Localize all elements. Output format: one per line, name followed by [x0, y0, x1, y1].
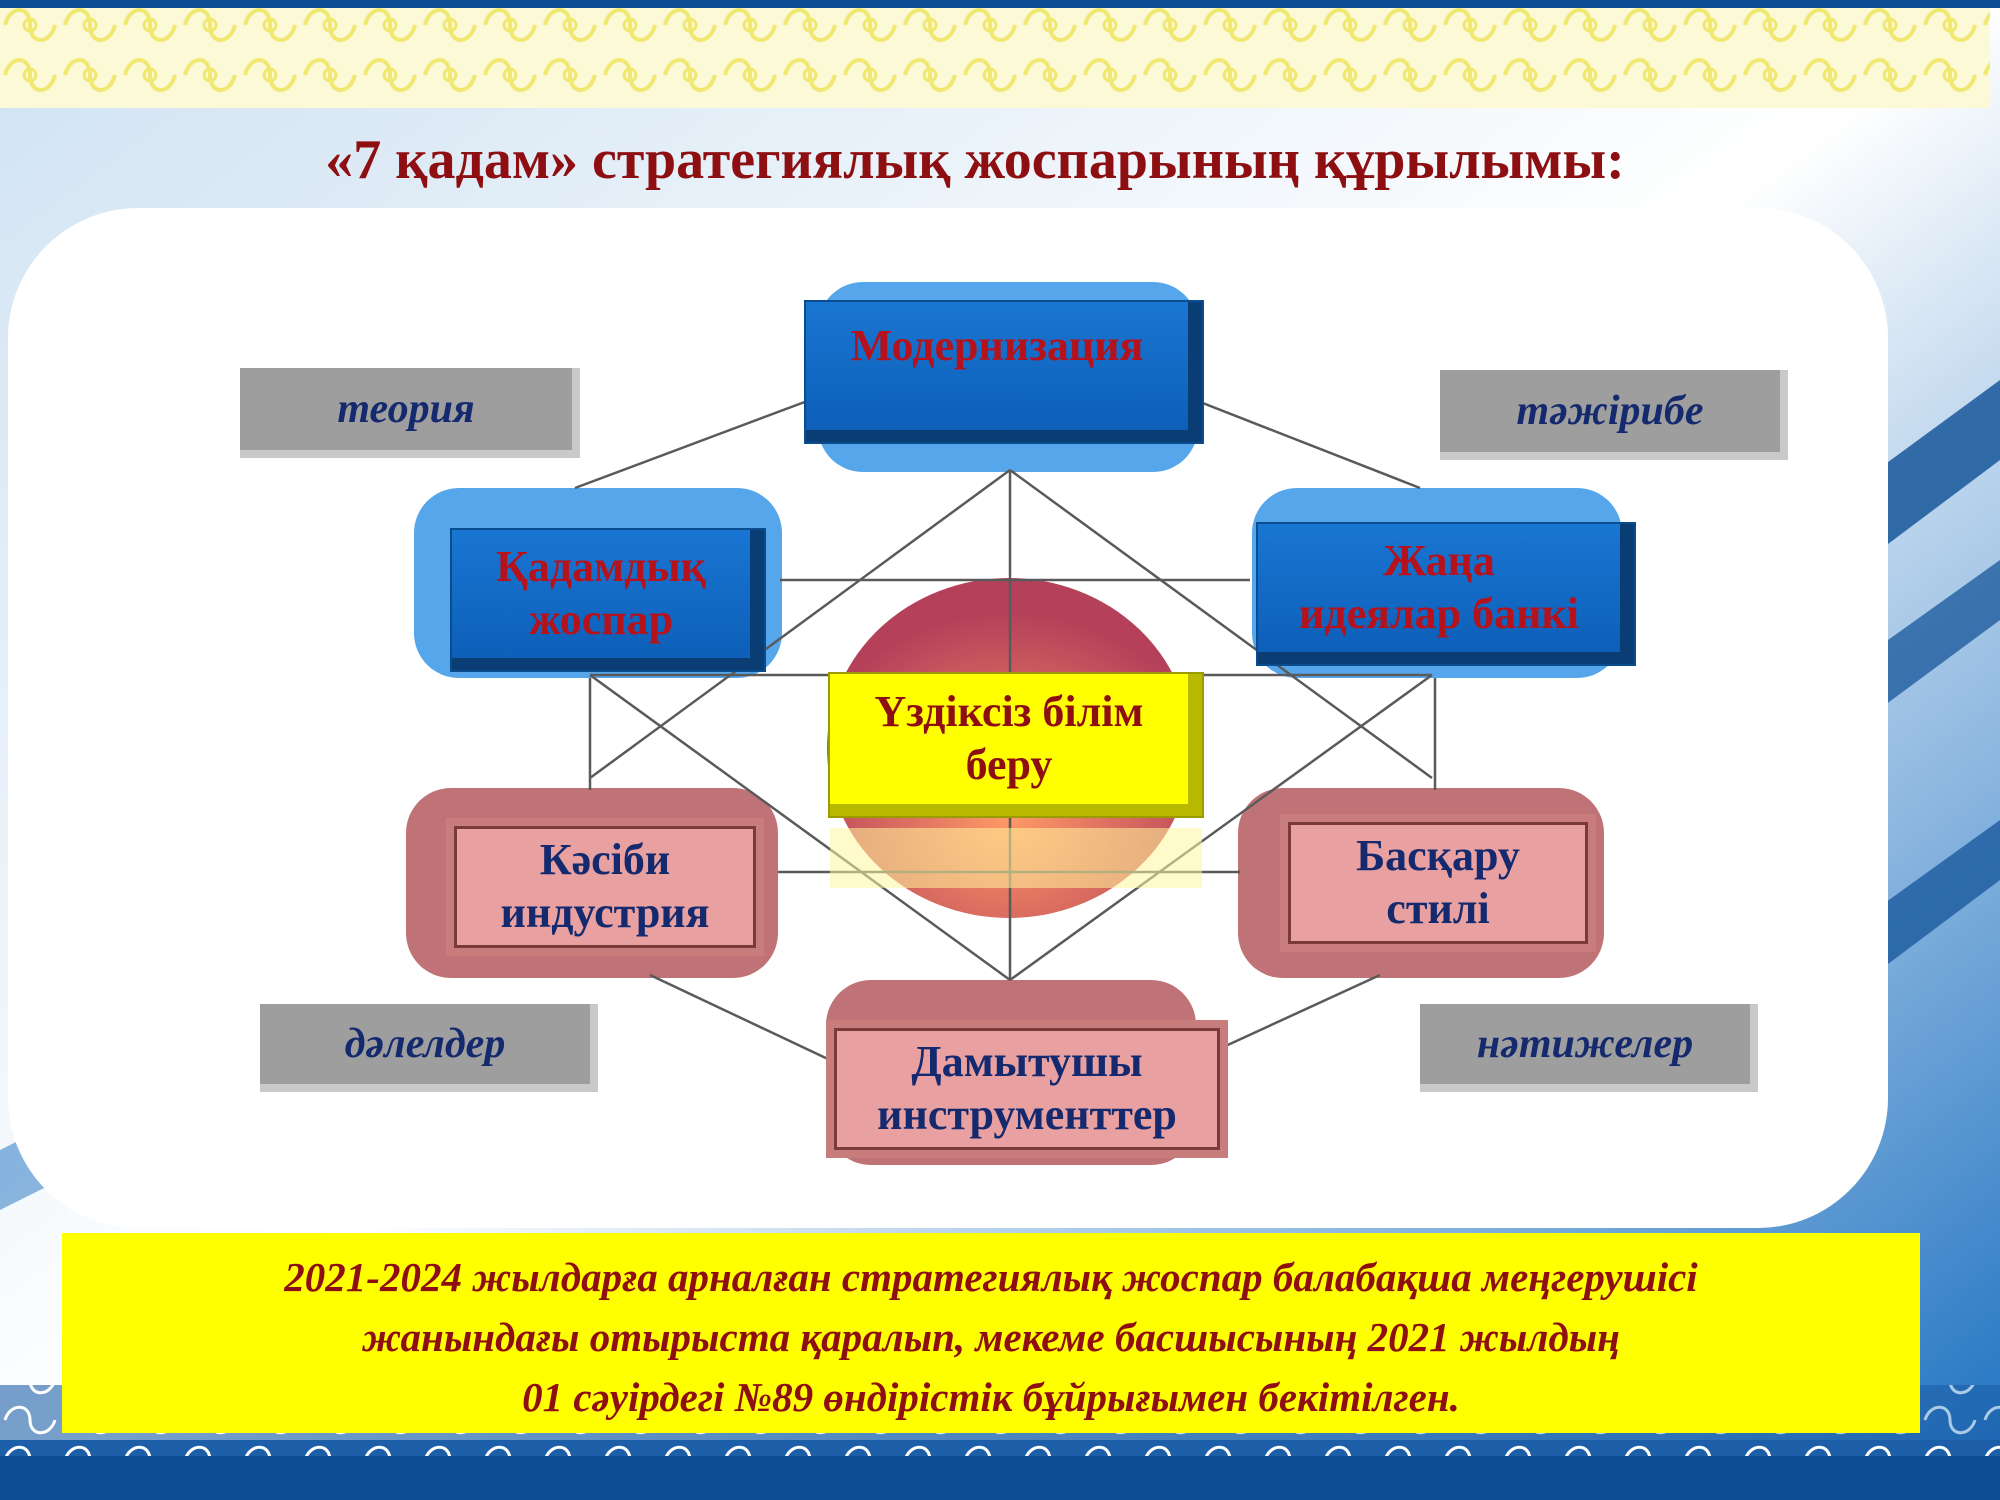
node-management-style: Басқару стилі — [1280, 814, 1596, 952]
label-results-text: нәтижелер — [1476, 1020, 1694, 1067]
node-step-plan: Қадамдық жоспар — [452, 530, 764, 670]
node-modernization-label: Модернизация — [850, 320, 1144, 370]
node-professional-industry: Кәсіби индустрия — [446, 818, 764, 956]
node-management-style-line1: Басқару — [1356, 831, 1520, 881]
node-step-plan-line1: Қадамдық — [495, 542, 707, 592]
label-theory-text: теория — [337, 385, 475, 432]
node-idea-bank: Жаңа идеялар банкі — [1258, 524, 1634, 664]
label-theory: теория — [240, 368, 580, 458]
node-idea-bank-line2: идеялар банкі — [1298, 589, 1580, 638]
footer-line2: жанындағы отырыста қаралып, мекеме басшы… — [362, 1314, 1620, 1360]
node-management-style-line2: стилі — [1386, 884, 1490, 933]
label-evidence: дәлелдер — [260, 1004, 598, 1092]
slide-title: «7 қадам» стратегиялық жоспарының құрылы… — [325, 129, 1625, 191]
node-developing-instruments-line1: Дамытушы — [911, 1037, 1143, 1087]
node-continuous-education-line2: беру — [965, 740, 1053, 789]
node-developing-instruments: Дамытушы инструменттер — [826, 1020, 1228, 1158]
node-professional-industry-line1: Кәсіби — [539, 835, 671, 885]
label-practice: тәжірибе — [1440, 370, 1788, 460]
node-step-plan-line2: жоспар — [528, 595, 674, 644]
label-evidence-text: дәлелдер — [344, 1020, 506, 1067]
footer-note: 2021-2024 жылдарға арналған стратегиялық… — [62, 1233, 1920, 1433]
node-continuous-education: Үздіксіз білім беру — [830, 674, 1202, 816]
footer-line1: 2021-2024 жылдарға арналған стратегиялық… — [284, 1254, 1698, 1300]
node-idea-bank-line1: Жаңа — [1383, 536, 1495, 586]
node-professional-industry-line2: индустрия — [500, 888, 710, 937]
node-modernization: Модернизация — [806, 302, 1202, 442]
label-practice-text: тәжірибе — [1516, 387, 1704, 434]
label-results: нәтижелер — [1420, 1004, 1758, 1092]
node-developing-instruments-line2: инструменттер — [877, 1090, 1177, 1139]
footer-line3: 01 сәуірдегі №89 өндірістік бұйрығымен б… — [522, 1374, 1460, 1420]
center-reflection — [830, 828, 1202, 888]
node-continuous-education-line1: Үздіксіз білім — [874, 687, 1144, 737]
